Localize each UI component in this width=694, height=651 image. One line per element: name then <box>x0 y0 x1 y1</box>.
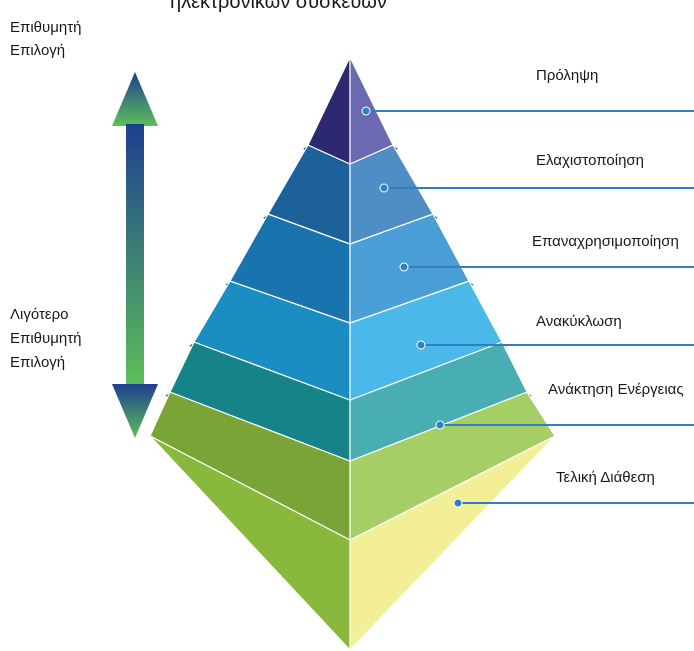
preference-arrow <box>112 72 158 438</box>
pyramid-tier-3 <box>229 213 470 324</box>
level-label-1: Πρόληψη <box>536 67 598 84</box>
connector-dot-6 <box>453 498 463 508</box>
bottom-label-line-3: Επιλογή <box>10 354 65 371</box>
connector-dot-4 <box>416 340 426 350</box>
base-right-face <box>349 435 556 651</box>
level-label-6: Τελική Διάθεση <box>556 469 655 486</box>
level-label-3: Επαναχρησιμοποίηση <box>532 233 679 250</box>
bottom-label-line-2: Επιθυμητή <box>10 330 81 347</box>
level-connectors <box>361 106 694 508</box>
connector-dot-1 <box>361 106 371 116</box>
level-label-5: Ανάκτηση Ενέργειας <box>548 381 684 398</box>
pyramid-tier-6 <box>149 391 556 651</box>
pyramid-tier-2 <box>267 144 434 245</box>
arrow-shaft <box>126 124 144 386</box>
connector-dot-3 <box>399 262 409 272</box>
connector-dot-5 <box>435 420 445 430</box>
bottom-preference-label: Λιγότερο Επιθυμητή Επιλογή <box>10 306 81 371</box>
top-label-line-1: Επιθυμητή <box>10 19 81 36</box>
level-label-2: Ελαχιστοποίηση <box>536 152 644 169</box>
bottom-label-line-1: Λιγότερο <box>10 306 68 323</box>
arrow-head-down <box>112 384 158 438</box>
tier-left-face <box>307 56 351 165</box>
top-label-line-2: Επιλογή <box>10 42 65 59</box>
arrow-head-up <box>112 72 158 126</box>
level-label-4: Ανακύκλωση <box>536 313 622 330</box>
pyramid <box>149 56 556 651</box>
connector-dot-2 <box>379 183 389 193</box>
level-labels: ΠρόληψηΕλαχιστοποίησηΕπαναχρησιμοποίησηΑ… <box>532 67 684 486</box>
diagram-title: ηλεκτρονικών συσκευών <box>170 0 387 13</box>
top-preference-label: Επιθυμητή Επιλογή <box>10 19 81 59</box>
